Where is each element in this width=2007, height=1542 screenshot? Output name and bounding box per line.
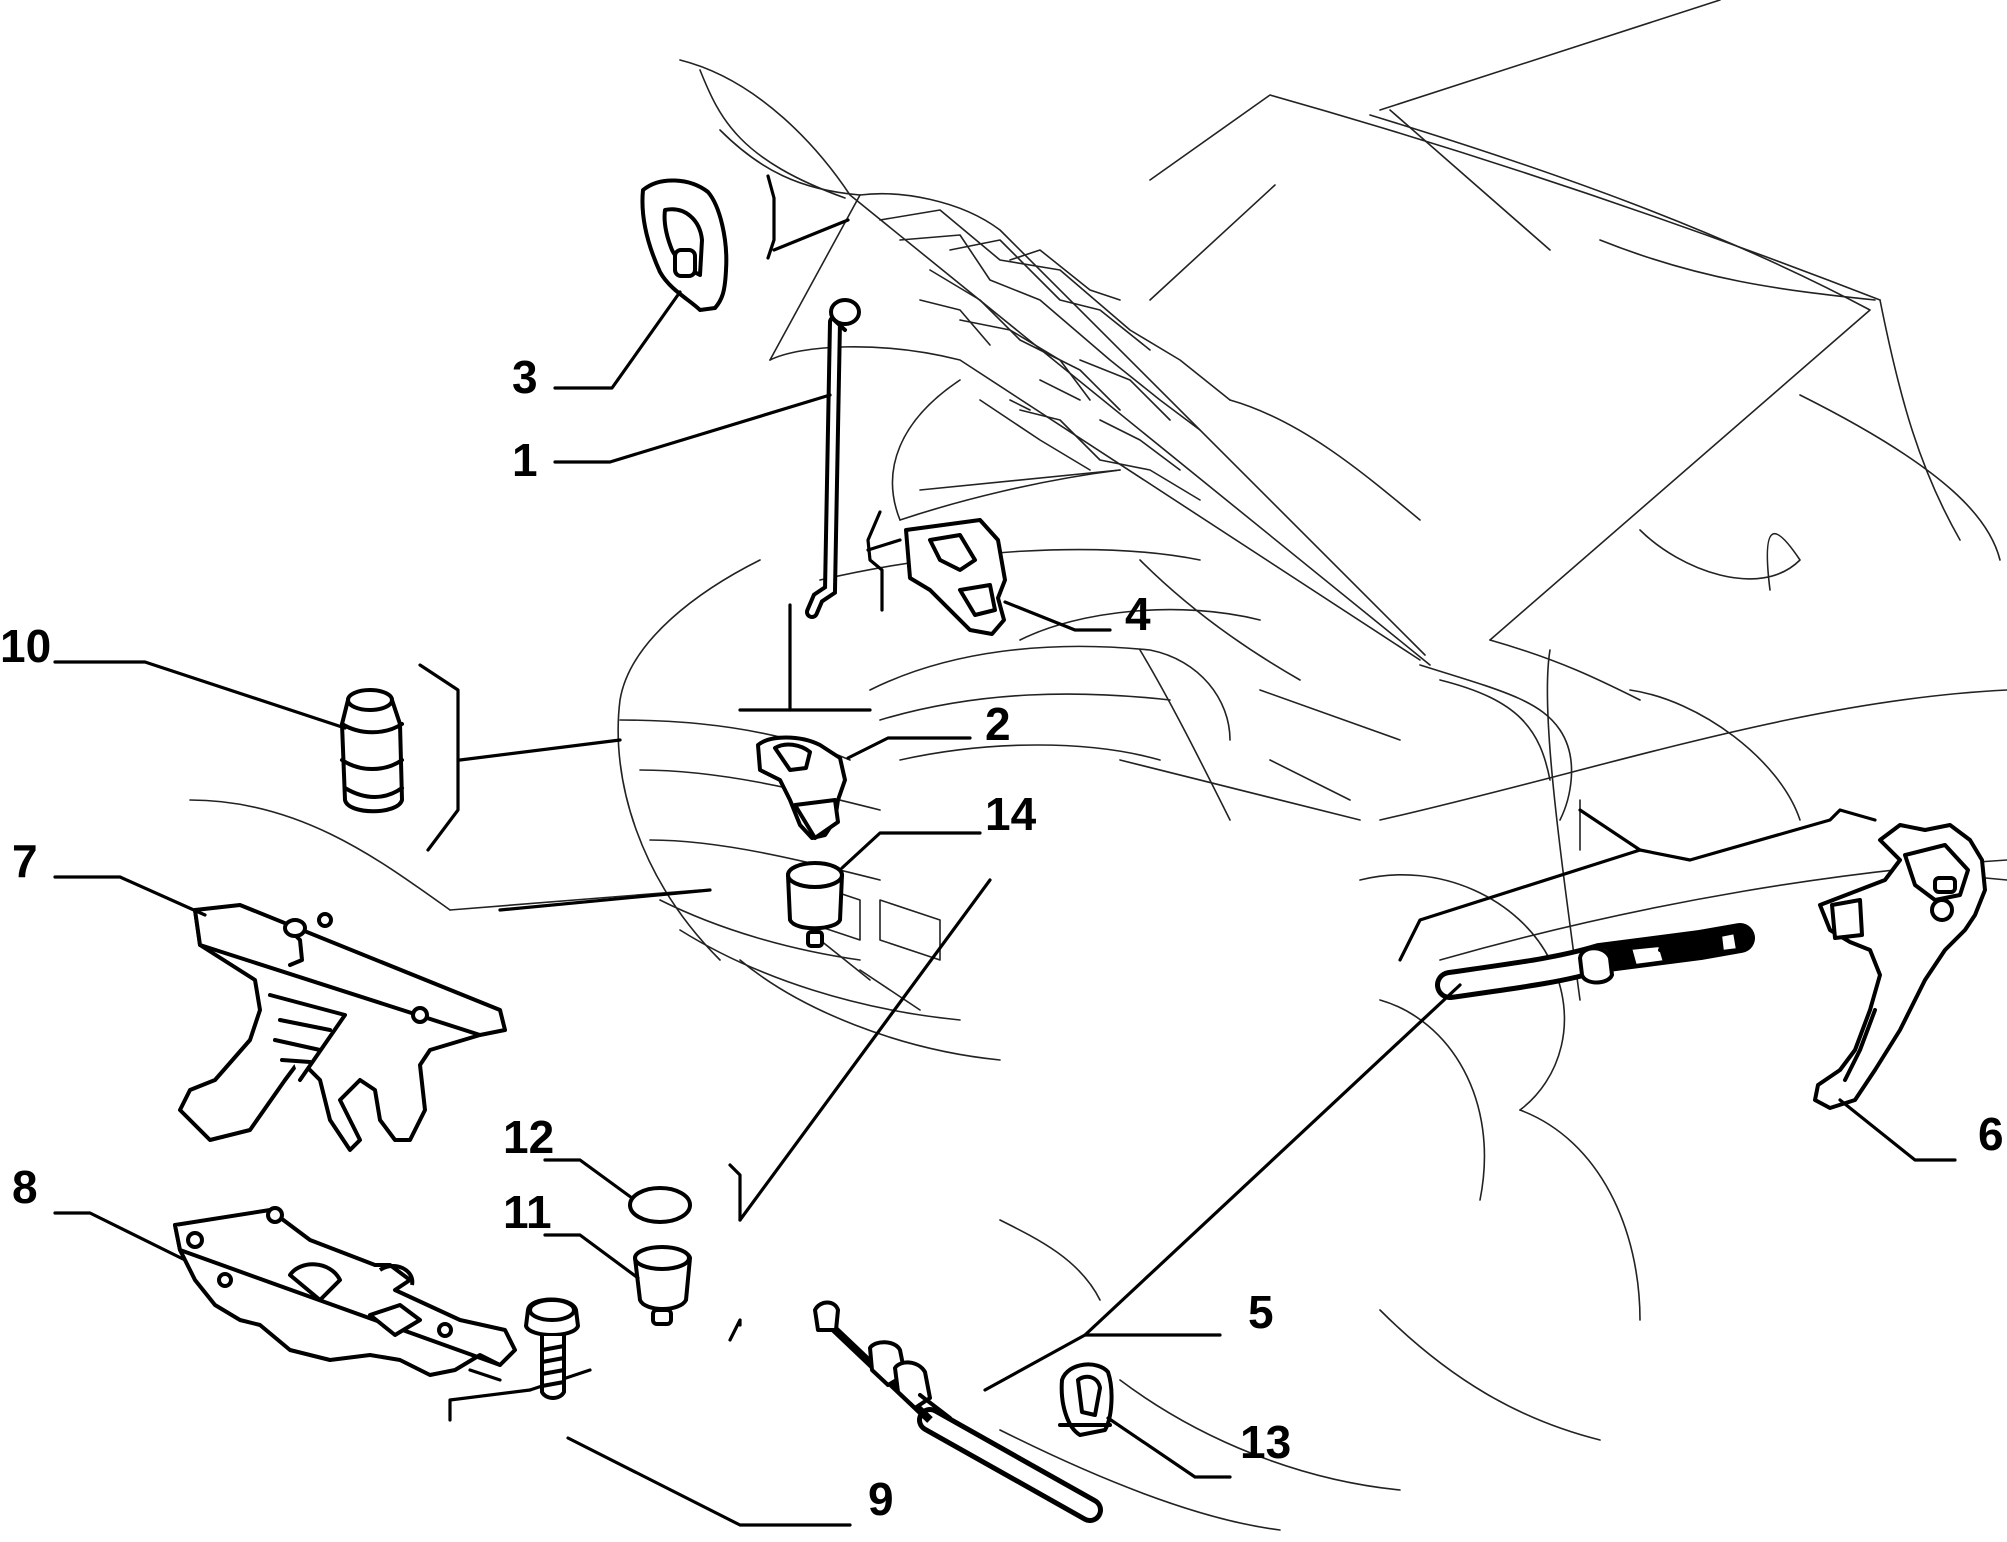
leader-9 <box>566 1436 852 1527</box>
leader-3 <box>553 290 682 390</box>
leader-4 <box>1003 600 1112 632</box>
assembly-brackets <box>418 174 1877 1422</box>
part-bump-stop <box>786 861 844 948</box>
leader-11 <box>543 1233 640 1280</box>
callout-1: 1 <box>512 434 538 486</box>
leader-1 <box>553 393 832 464</box>
part-lock-mounting-bracket <box>173 1206 517 1377</box>
callout-6: 6 <box>1978 1108 2004 1160</box>
part-rubber-buffer <box>340 688 404 814</box>
leader-lines <box>53 290 1957 1527</box>
leader-13 <box>1106 1416 1232 1479</box>
callout-10: 10 <box>0 620 51 672</box>
part-release-lever <box>1813 823 1987 1110</box>
part-rod-retaining-clip <box>756 735 847 840</box>
leader-5b <box>1083 983 1462 1337</box>
leader-12 <box>543 1158 634 1200</box>
callout-14: 14 <box>985 788 1037 840</box>
leader-6 <box>1838 1098 1957 1162</box>
part-cap <box>628 1186 692 1224</box>
part-bonnet-lock <box>178 903 507 1152</box>
leader-7 <box>53 875 207 917</box>
part-grommet <box>1058 1362 1114 1437</box>
callout-labels: 1 2 3 4 5 6 7 8 9 10 11 12 13 14 <box>0 351 2004 1525</box>
callout-12: 12 <box>503 1111 554 1163</box>
leader-14 <box>840 831 982 870</box>
callout-13: 13 <box>1240 1416 1291 1468</box>
part-release-cable <box>813 923 1755 1523</box>
leader-2 <box>846 736 972 760</box>
part-rod-pivot-bracket <box>904 518 1007 636</box>
part-bolt <box>524 1297 580 1400</box>
part-bonnet-support-rod <box>805 298 861 619</box>
callout-2: 2 <box>985 698 1011 750</box>
callout-5: 5 <box>1248 1286 1274 1338</box>
callout-3: 3 <box>512 351 538 403</box>
callout-11: 11 <box>503 1186 552 1238</box>
callout-8: 8 <box>12 1161 38 1213</box>
callout-9: 9 <box>868 1473 894 1525</box>
part-adjustable-stop <box>633 1245 692 1326</box>
callout-7: 7 <box>12 835 38 887</box>
part-rod-holder-clip <box>640 178 729 312</box>
car-body-outline <box>189 0 2007 1531</box>
bonnet-inner-structure <box>879 209 1231 501</box>
callout-4: 4 <box>1125 588 1151 640</box>
leader-8 <box>53 1211 187 1262</box>
leader-10 <box>53 660 347 730</box>
